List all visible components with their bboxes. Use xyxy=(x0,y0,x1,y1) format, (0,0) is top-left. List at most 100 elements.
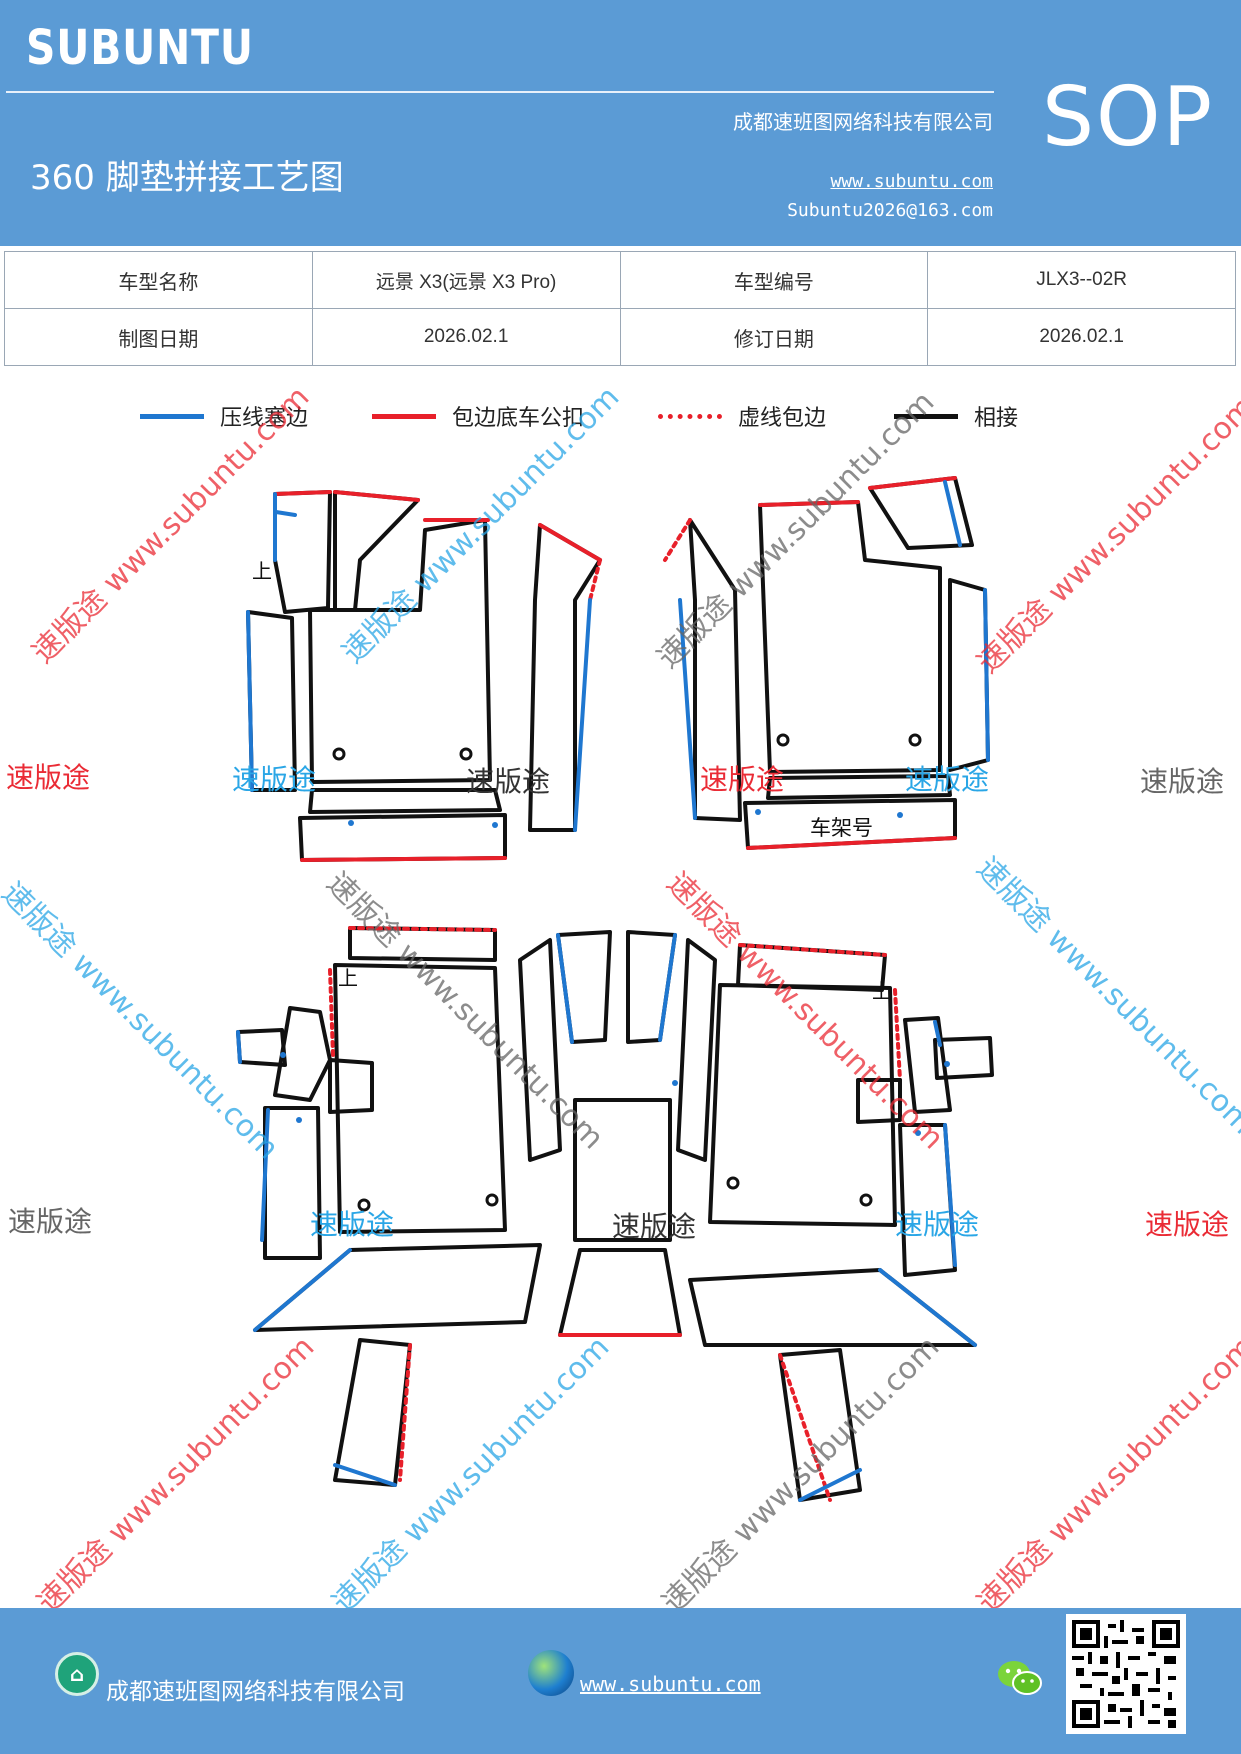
legend-label: 压线塞边 xyxy=(220,406,309,431)
rear-left-footwell-blue xyxy=(333,1463,397,1487)
front-right-floor-top-edge xyxy=(758,500,860,507)
center-hump-piece xyxy=(573,1098,672,1242)
front-right-door-blue-edge xyxy=(678,598,697,820)
rear-left-footwell-dotted xyxy=(398,1343,412,1482)
up-marker: 上 xyxy=(338,966,358,990)
up-marker: 上 xyxy=(872,979,892,1003)
front-left-door-blue-edge xyxy=(573,598,592,832)
label-model-name: 车型名称 xyxy=(4,251,313,309)
up-marker: 上 xyxy=(252,559,272,583)
rear-left-top-dotted xyxy=(348,926,497,932)
rear-right-wedge-piece xyxy=(903,1016,952,1114)
rear-right-side-blue xyxy=(943,1123,957,1267)
mat-pattern-drawing: 上 车架号 xyxy=(236,476,994,1502)
header-website-link[interactable]: www.subuntu.com xyxy=(830,171,993,192)
rear-right-sill-blue xyxy=(878,1268,977,1347)
rear-right-side-strip xyxy=(898,1123,957,1277)
blue-dot xyxy=(915,1130,921,1136)
rear-right-floor-piece xyxy=(708,983,897,1227)
legend: 压线塞边 包边底车公扣 虚线包边 相接 xyxy=(0,400,1241,436)
blue-dot xyxy=(672,1080,678,1086)
front-left-side-blue-edge xyxy=(246,610,254,792)
header-email[interactable]: Subuntu2026@163.com xyxy=(787,200,993,221)
front-left-mat-group: 上 xyxy=(246,490,602,862)
rear-left-wedge-piece xyxy=(273,1006,332,1102)
company-badge-icon: ⌂ xyxy=(55,1652,99,1696)
front-left-door-red-edge xyxy=(538,523,602,562)
footer-company: 成都速班图网络科技有限公司 xyxy=(106,1679,405,1705)
blue-dot xyxy=(897,812,903,818)
legend-swatch-red xyxy=(372,413,436,419)
rear-left-wheel-piece xyxy=(328,1058,374,1114)
qr-code-pattern xyxy=(1072,1620,1180,1728)
front-left-upper-piece xyxy=(273,490,332,614)
rear-left-tab-blue xyxy=(236,1030,242,1064)
center-rear-piece xyxy=(558,1248,682,1337)
legend-label: 包边底车公扣 xyxy=(452,406,585,431)
center-tunnel-blue-b xyxy=(658,933,677,1042)
front-right-mat-group: 车架号 xyxy=(663,476,990,850)
blue-dot xyxy=(348,820,354,826)
front-right-upper-red-edge xyxy=(868,476,957,490)
front-left-sloped-piece xyxy=(333,490,420,612)
front-left-sloped-red-edge xyxy=(333,490,420,502)
header-banner: SUBUNTU 成都速班图网络科技有限公司 360 脚垫拼接工艺图 www.su… xyxy=(0,0,1241,246)
front-right-heel-strip xyxy=(766,774,952,800)
blue-dot xyxy=(296,1117,302,1123)
front-left-heel-strip xyxy=(308,788,502,814)
mount-hole xyxy=(776,733,790,747)
rear-right-top-dotted xyxy=(738,943,887,957)
blue-dot xyxy=(944,1061,950,1067)
mount-hole xyxy=(357,1198,371,1212)
front-left-bottom-strip xyxy=(298,813,507,862)
rear-right-wheel-piece xyxy=(856,1078,902,1124)
brand-logo: SUBUNTU xyxy=(26,20,254,76)
front-left-upper-red-edge xyxy=(273,490,332,496)
legend-item-red-edge: 包边底车公扣 xyxy=(372,400,584,432)
front-right-side-blue-edge xyxy=(983,588,990,762)
legend-item-press-line: 压线塞边 xyxy=(140,400,308,432)
rear-left-side-strip xyxy=(263,1106,322,1260)
vehicle-info-table: 车型名称 远景 X3(远景 X3 Pro) 车型编号 JLX3--02R 制图日… xyxy=(4,251,1236,366)
value-revise-date: 2026.02.1 xyxy=(927,308,1236,366)
rear-left-footwell-piece xyxy=(333,1338,412,1487)
front-left-bottom-red-edge xyxy=(300,856,507,862)
header-divider xyxy=(6,91,994,93)
rear-left-floor-piece xyxy=(333,963,507,1234)
mount-hole xyxy=(459,747,473,761)
front-right-side-strip xyxy=(948,578,990,772)
front-left-door-strip xyxy=(528,523,602,832)
page-title: 360 脚垫拼接工艺图 xyxy=(30,158,344,198)
center-tunnel-right-piece xyxy=(676,938,717,1162)
front-right-upper-blue-edge xyxy=(943,480,962,547)
legend-label: 虚线包边 xyxy=(738,406,827,431)
legend-swatch-black xyxy=(894,413,958,419)
center-tunnel-blue-a xyxy=(556,933,574,1044)
mount-hole xyxy=(859,1193,873,1207)
rear-right-footwell-blue xyxy=(798,1468,862,1502)
blue-dot xyxy=(280,1052,286,1058)
footer-website-link[interactable]: www.subuntu.com xyxy=(580,1672,761,1696)
sop-badge: SOP xyxy=(1042,70,1215,165)
rear-left-side-blue xyxy=(260,1108,270,1242)
qr-code[interactable] xyxy=(1066,1614,1186,1734)
blue-dot xyxy=(755,809,761,815)
legend-label: 相接 xyxy=(974,406,1019,431)
rear-right-tab-blue xyxy=(933,1020,942,1047)
mount-hole xyxy=(485,1193,499,1207)
front-left-upper-blue-edge xyxy=(273,492,297,562)
value-model-code: JLX3--02R xyxy=(927,251,1236,309)
value-draw-date: 2026.02.1 xyxy=(311,308,621,366)
legend-item-dotted-edge: 虚线包边 xyxy=(658,400,826,432)
rear-right-footwell-dotted xyxy=(778,1353,832,1502)
value-model-name: 远景 X3(远景 X3 Pro) xyxy=(311,251,621,309)
table-row: 制图日期 2026.02.1 修订日期 2026.02.1 xyxy=(4,308,1236,366)
table-row: 车型名称 远景 X3(远景 X3 Pro) 车型编号 JLX3--02R xyxy=(4,251,1236,309)
rear-right-top-strip xyxy=(736,943,887,992)
rear-left-top-strip xyxy=(348,926,497,962)
rear-left-side-dotted xyxy=(328,968,335,1057)
center-tunnel-left-piece xyxy=(518,938,562,1162)
rear-left-sill-blue xyxy=(253,1248,352,1332)
front-left-door-dotted-edge xyxy=(588,558,602,602)
front-right-left-door-strip xyxy=(688,518,742,822)
